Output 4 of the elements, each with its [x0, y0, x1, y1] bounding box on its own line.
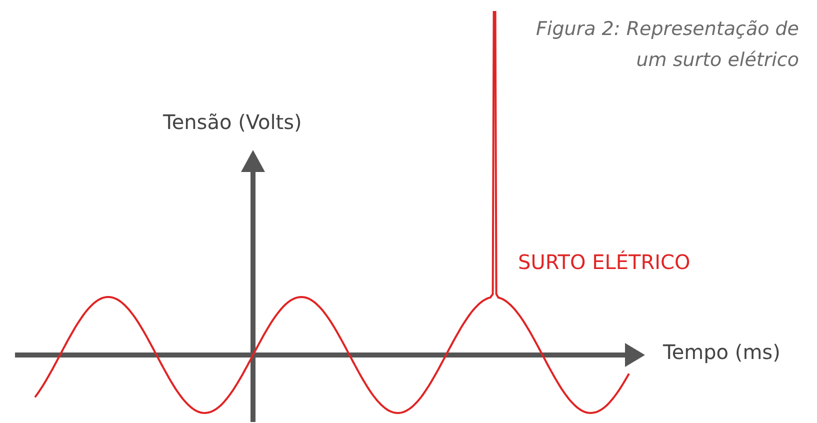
axis-label: Tempo (ms) — [663, 340, 780, 364]
axis-label: Tensão (Volts) — [163, 110, 302, 134]
figure-caption: Figura 2: Representação de um surto elétrico — [534, 17, 799, 73]
surge-label: SURTO ELÉTRICO — [518, 250, 690, 274]
